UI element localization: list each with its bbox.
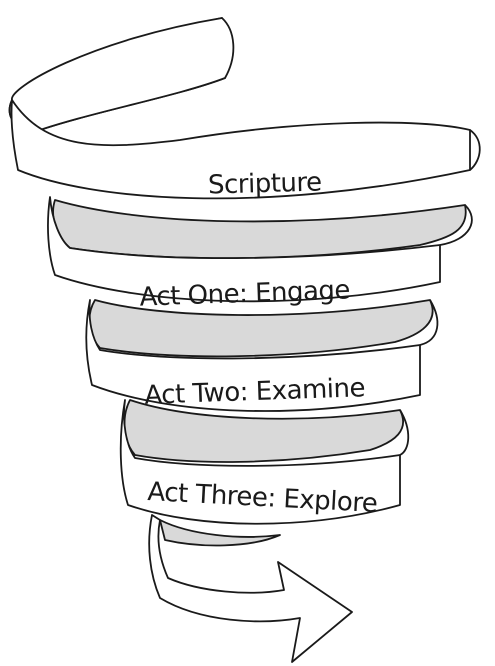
top-loop-front <box>8 17 235 135</box>
band-3-back <box>88 299 434 358</box>
band-label-act-one: Act One: Engage <box>139 275 350 312</box>
arrow-inner-back <box>159 519 281 547</box>
arrow-body <box>148 514 353 663</box>
band-4-front <box>119 399 401 525</box>
band-4-back <box>123 399 405 463</box>
band-3-top-edge <box>419 299 439 346</box>
band-2-front <box>47 196 441 303</box>
band-1-right-edge <box>469 129 481 171</box>
band-2-top-edge <box>439 204 473 246</box>
band-4-top-edge <box>399 409 410 456</box>
band-label-scripture: Scripture <box>208 168 322 201</box>
band-3-front <box>85 299 421 412</box>
